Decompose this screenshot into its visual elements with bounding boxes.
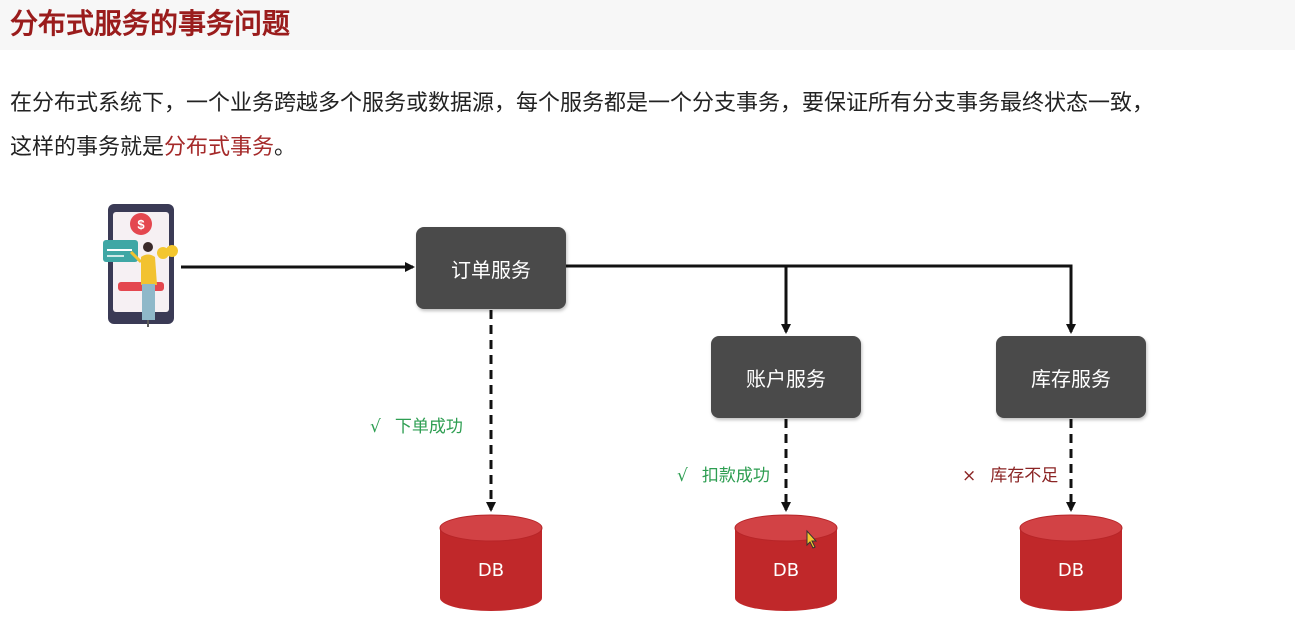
order-to-inventory-arrow	[786, 264, 1076, 334]
database-icon	[734, 514, 838, 611]
cross-icon: ×	[962, 466, 977, 486]
inventory-service-box: 库存服务	[996, 336, 1146, 418]
page-title: 分布式服务的事务问题	[10, 7, 291, 40]
account-service-box: 账户服务	[711, 336, 861, 418]
title-bar	[0, 0, 1295, 50]
svg-text:$: $	[137, 217, 145, 232]
database-icon	[439, 514, 543, 611]
order-db-label: DB	[477, 560, 505, 581]
intro-line-1: 在分布式系统下，一个业务跨越多个服务或数据源，每个服务都是一个分支事务，要保证所…	[10, 91, 1155, 116]
check-icon: √	[370, 417, 381, 437]
account-db-label: DB	[772, 560, 800, 581]
mobile-payment-icon: $	[103, 204, 178, 327]
intro-line-2-prefix: 这样的事务就是	[10, 135, 165, 160]
account-status-text: 扣款成功	[701, 466, 770, 486]
order-service-box: 订单服务	[416, 227, 566, 309]
order-status: √ 下单成功	[370, 412, 463, 437]
intro-line-2-suffix: 。	[274, 135, 297, 160]
order-status-text: 下单成功	[394, 417, 463, 437]
database-icon	[1019, 514, 1123, 611]
order-to-account-arrow	[566, 264, 791, 334]
intro-line-2: 这样的事务就是分布式事务。	[10, 126, 1290, 170]
inventory-db-label: DB	[1057, 560, 1085, 581]
inventory-status: × 库存不足	[962, 461, 1058, 486]
intro-paragraph: 在分布式系统下，一个业务跨越多个服务或数据源，每个服务都是一个分支事务，要保证所…	[10, 82, 1290, 170]
inventory-status-text: 库存不足	[990, 466, 1059, 486]
intro-highlight-term: 分布式事务	[164, 135, 275, 160]
mouse-cursor-icon	[806, 529, 818, 549]
check-icon: √	[677, 466, 688, 486]
account-status: √ 扣款成功	[677, 461, 770, 486]
